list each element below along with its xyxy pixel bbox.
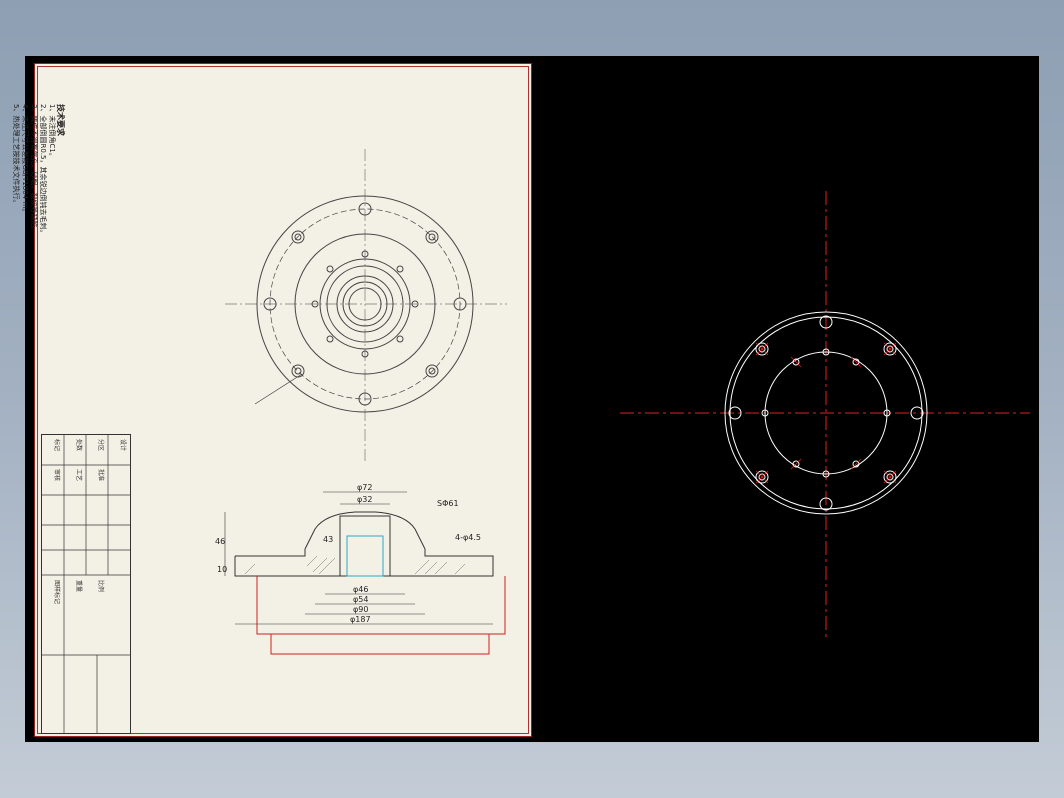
- tb-cell: 重量: [75, 580, 82, 593]
- dim-height-46: 46: [215, 537, 225, 546]
- dim-height-10: 10: [217, 565, 227, 574]
- notes-title: 技术要求: [56, 104, 65, 136]
- tb-cell: 处数: [75, 439, 82, 452]
- dim-phi72: φ72: [357, 484, 372, 492]
- dim-phi90: φ90: [353, 605, 368, 614]
- dim-height-43: 43: [323, 535, 333, 544]
- technical-notes: 技术要求 1、未注倒角C1。 2、全部倒圆R0.5，其余锐边倒钝去毛刺。 3、铸…: [11, 104, 65, 236]
- title-block: 标记 处数 分区 设计 审核 工艺 批准 图样标记 重量 比例: [41, 434, 131, 734]
- tb-cell: 批准: [97, 469, 104, 482]
- dim-phi187: φ187: [350, 615, 371, 624]
- tb-cell: 设计: [119, 439, 126, 452]
- plan-view-drawing[interactable]: [215, 144, 515, 474]
- dim-hole: 4-φ4.5: [455, 533, 481, 542]
- drawing-sheet[interactable]: 技术要求 1、未注倒角C1。 2、全部倒圆R0.5，其余锐边倒钝去毛刺。 3、铸…: [12, 63, 532, 737]
- dim-phi54: φ54: [353, 595, 368, 604]
- note-line: 5、热处理工艺按技术文件执行。: [12, 104, 20, 207]
- tb-cell: 工艺: [75, 469, 82, 482]
- tb-cell: 比例: [97, 580, 104, 593]
- note-line: 4、未注尺寸公差按GB/T1804-m。: [21, 104, 29, 216]
- note-line: 3、铸件不得有气孔、砂眼、裂纹等缺陷。: [30, 104, 38, 235]
- note-line: 2、全部倒圆R0.5，其余锐边倒钝去毛刺。: [39, 104, 47, 237]
- note-line: 1、未注倒角C1。: [48, 104, 56, 160]
- tb-cell: 图样标记: [53, 580, 60, 605]
- tb-cell: 分区: [97, 439, 104, 452]
- tb-cell: 标记: [53, 439, 60, 452]
- section-view-drawing[interactable]: φ72 φ32 φ46 φ54 φ90 φ187 SΦ61 46 10 43 4…: [215, 484, 515, 724]
- sheet-border: [37, 66, 529, 734]
- dim-phi46: φ46: [353, 585, 368, 594]
- dim-sphere: SΦ61: [437, 499, 459, 508]
- model-view[interactable]: [615, 186, 1035, 646]
- tb-cell: 审核: [53, 469, 60, 482]
- graphics-viewport[interactable]: 技术要求 1、未注倒角C1。 2、全部倒圆R0.5，其余锐边倒钝去毛刺。 3、铸…: [12, 56, 1039, 742]
- dim-phi32: φ32: [357, 495, 372, 504]
